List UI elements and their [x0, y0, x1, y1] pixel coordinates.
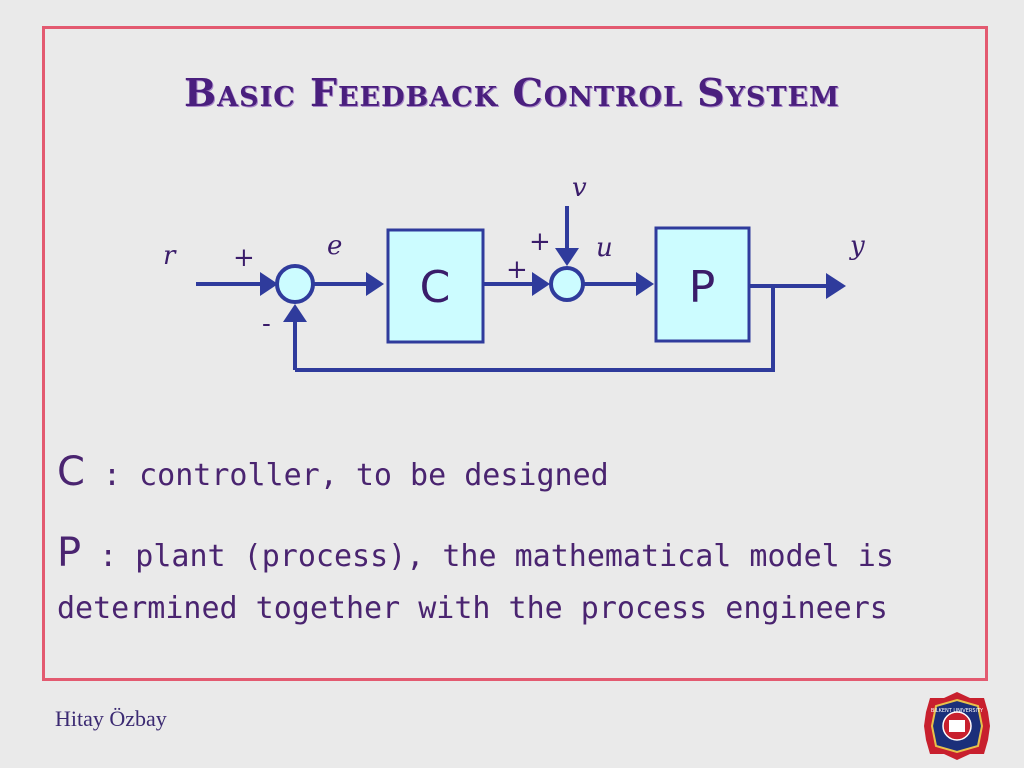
signal-label-y: y — [849, 231, 865, 261]
signal-label-v: v — [572, 173, 587, 203]
slide-title: Basic Feedback Control System — [184, 70, 840, 115]
y-arrowhead — [826, 273, 846, 299]
sum1-minus-sign: - — [262, 309, 271, 339]
bilkent-university-seal-icon: BILKENT UNIVERSITY — [924, 692, 990, 760]
controller-label: C — [420, 262, 451, 313]
feedback-block-diagram: r e v u y + - + + C P — [163, 173, 865, 372]
sum2-plus-top-sign: + — [529, 227, 551, 257]
summing-junction-2 — [549, 266, 585, 302]
u-arrowhead — [636, 272, 654, 296]
plant-label: P — [689, 262, 716, 313]
definition-symbol: P — [57, 530, 82, 576]
controller-output-arrowhead — [532, 272, 550, 296]
definition-text: : plant (process), the mathematical mode… — [81, 539, 894, 574]
v-arrowhead — [555, 248, 579, 266]
author-name: Hitay Özbay — [55, 706, 167, 731]
definition-controller: C : controller, to be designed — [57, 446, 609, 502]
feedback-arrowhead — [283, 304, 307, 322]
definition-plant: P : plant (process), the mathematical mo… — [57, 527, 894, 635]
summing-junction-1 — [275, 264, 315, 304]
signal-label-e: e — [327, 231, 342, 261]
feedback-path — [295, 286, 775, 372]
definition-continuation: determined together with the process eng… — [57, 591, 888, 626]
sum1-plus-sign: + — [233, 243, 255, 273]
logo-text: BILKENT UNIVERSITY — [931, 708, 984, 714]
controller-block — [386, 228, 485, 344]
slide-frame — [42, 26, 988, 681]
e-arrowhead — [366, 272, 384, 296]
r-arrowhead — [260, 272, 278, 296]
definition-symbol: C — [57, 449, 85, 495]
definition-text: : controller, to be designed — [84, 458, 609, 493]
signal-label-r: r — [163, 241, 177, 271]
sum2-plus-left-sign: + — [506, 255, 528, 285]
signal-label-u: u — [596, 233, 613, 263]
